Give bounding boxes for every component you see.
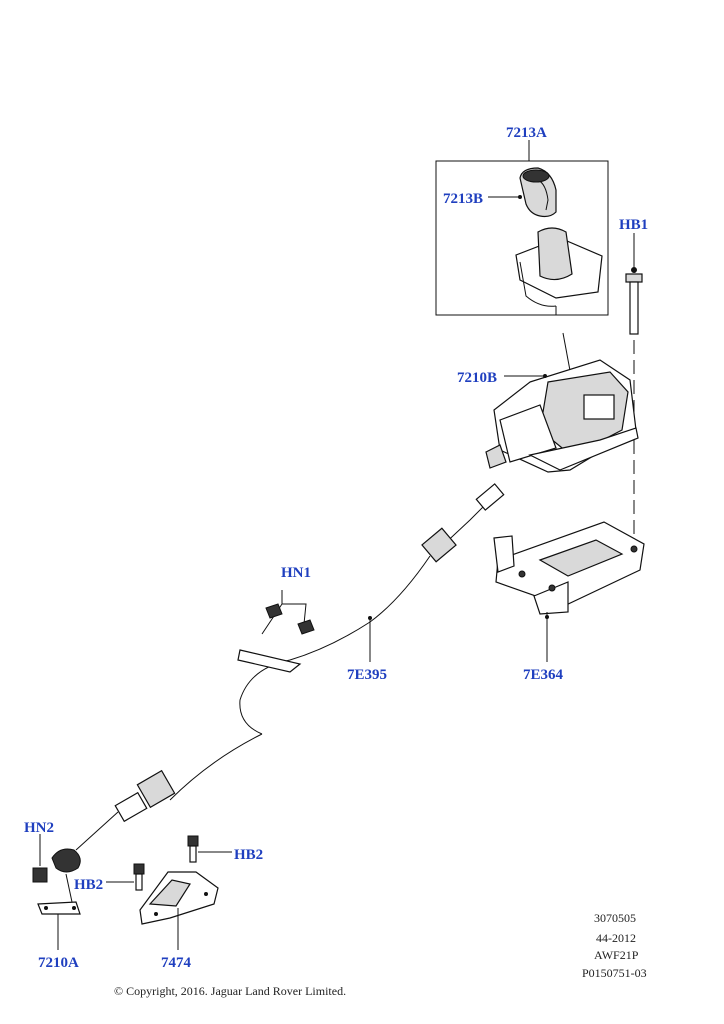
label-HB2-lower: HB2 [74,877,103,893]
label-7E395: 7E395 [347,667,387,683]
reference-line-2: 44-2012 [596,931,636,945]
label-7474: 7474 [161,955,192,971]
nut-hn2 [32,834,48,883]
label-HB2-upper: HB2 [234,847,263,863]
label-7213A: 7213A [506,125,547,141]
shift-boot [515,227,603,315]
gear-selector-assembly [485,332,639,473]
bolt-hb2-lower [106,863,145,891]
selector-bracket [493,521,645,615]
label-HN1: HN1 [281,565,311,581]
label-7E364: 7E364 [523,667,564,683]
label-7213B: 7213B [443,191,483,207]
nuts-hn1 [261,590,315,635]
selector-cable [51,483,505,873]
reference-line-3: AWF21P [594,948,639,962]
shift-knob-boot-group [435,140,609,316]
reference-line-1: 3070505 [594,911,636,925]
shift-knob [519,167,557,218]
bolt-hb1 [625,233,643,548]
bolt-hb2-upper [187,835,232,863]
lever-7210A [37,873,81,950]
copyright-notice: © Copyright, 2016. Jaguar Land Rover Lim… [114,984,346,998]
label-HB1: HB1 [619,217,648,233]
label-7210B: 7210B [457,370,497,386]
bracket-7474 [139,871,219,950]
group-frame [435,160,609,316]
label-7210A: 7210A [38,955,79,971]
label-HN2: HN2 [24,820,54,836]
reference-line-4: P0150751-03 [582,966,647,980]
